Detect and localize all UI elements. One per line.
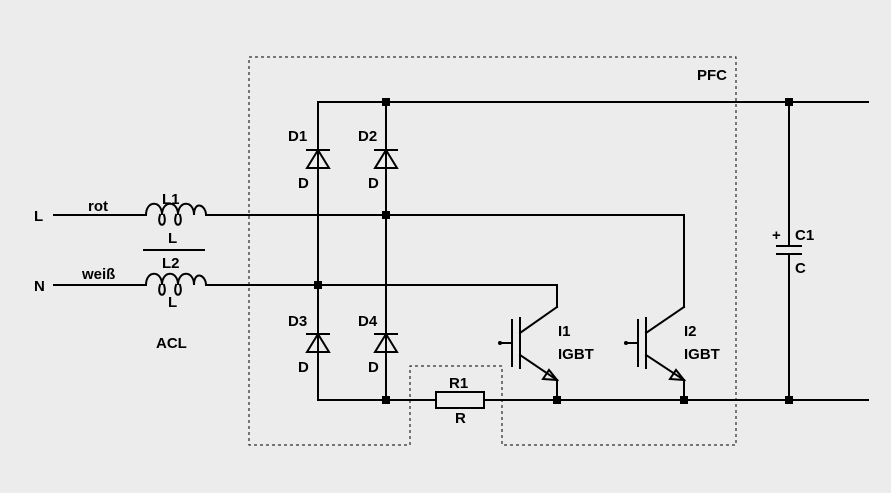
inductor-l1 [144, 202, 208, 226]
label-c1-type: C [795, 260, 806, 277]
label-line-l: L [34, 208, 43, 225]
diode-d2 [373, 148, 399, 169]
label-l1-name: L1 [162, 191, 180, 208]
label-d4-name: D4 [358, 313, 378, 330]
junction-top-c1 [785, 98, 793, 106]
label-d1-name: D1 [288, 128, 307, 145]
label-d4-type: D [368, 359, 379, 376]
inductor-l2 [144, 272, 208, 296]
label-acl: ACL [156, 335, 187, 352]
label-line-n: N [34, 278, 45, 295]
junction-bottom-c1 [785, 396, 793, 404]
junction-bottom-i2 [680, 396, 688, 404]
label-i2-type: IGBT [684, 346, 720, 363]
label-d2-type: D [368, 175, 379, 192]
label-pfc: PFC [697, 67, 727, 84]
label-wire-weiss: weiß [81, 266, 115, 283]
label-c1-plus: + [772, 227, 781, 244]
junction-n-d1 [314, 281, 322, 289]
junction-l-d2 [382, 211, 390, 219]
label-d3-name: D3 [288, 313, 307, 330]
igbt-i2 [624, 305, 687, 401]
igbt-i1 [498, 305, 560, 401]
capacitor-c1 [776, 101, 802, 401]
label-i1-type: IGBT [558, 346, 594, 363]
diode-d3 [305, 332, 331, 353]
label-c1-name: C1 [795, 227, 814, 244]
label-d2-name: D2 [358, 128, 377, 145]
diode-d4 [373, 332, 399, 353]
label-l1-type: L [168, 230, 177, 247]
label-d1-type: D [298, 175, 309, 192]
diode-d1 [305, 148, 331, 169]
label-wire-rot: rot [88, 198, 108, 215]
label-i2-name: I2 [684, 323, 697, 340]
label-d3-type: D [298, 359, 309, 376]
label-l2-name: L2 [162, 255, 180, 272]
label-r1-type: R [455, 410, 466, 427]
label-r1-name: R1 [449, 375, 468, 392]
junction-top-d2 [382, 98, 390, 106]
resistor-r1 [435, 391, 485, 409]
label-i1-name: I1 [558, 323, 571, 340]
label-l2-type: L [168, 294, 177, 311]
junction-bottom-d4 [382, 396, 390, 404]
pfc-boundary [248, 56, 737, 446]
junction-bottom-i1 [553, 396, 561, 404]
